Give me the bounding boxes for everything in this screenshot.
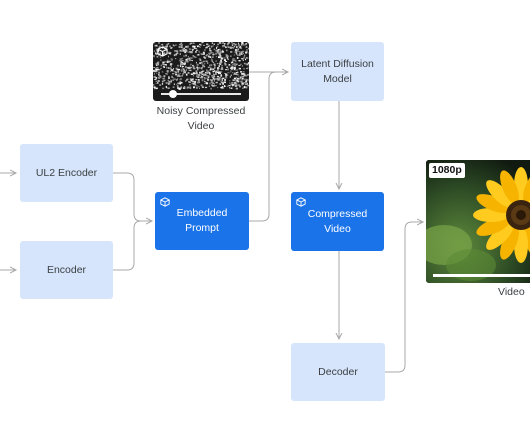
output-video-thumbnail: 1080p xyxy=(426,160,530,283)
encoder-node: Encoder xyxy=(20,241,113,299)
latent-diffusion-label: Latent Diffusion Model xyxy=(301,57,374,87)
embedded-prompt-node: Embedded Prompt xyxy=(155,192,249,250)
noisy-video-progress-track xyxy=(161,93,241,95)
encoder-label: Encoder xyxy=(46,263,87,276)
cube-icon xyxy=(296,197,306,207)
ul2-encoder-label: UL2 Encoder xyxy=(35,166,98,179)
cube-icon xyxy=(160,197,170,207)
noisy-caption-line1: Noisy Compressed xyxy=(156,105,246,117)
latent-diffusion-line1: Latent Diffusion xyxy=(301,57,374,70)
compressed-video-label: Compressed Video xyxy=(308,207,368,237)
sunflower-image xyxy=(426,160,530,283)
compressed-video-node: Compressed Video xyxy=(291,192,384,251)
decoder-label: Decoder xyxy=(318,365,358,378)
decoder-node: Decoder xyxy=(291,343,385,401)
output-video-progress-bar xyxy=(433,274,530,277)
arrow-prompt-to-ldm xyxy=(249,72,288,222)
ul2-encoder-node: UL2 Encoder xyxy=(20,144,113,202)
resolution-badge: 1080p xyxy=(429,163,465,178)
embedded-prompt-line1: Embedded xyxy=(176,207,228,219)
arrow-ul2-to-prompt xyxy=(113,172,152,221)
arrow-decoder-to-video xyxy=(385,222,423,373)
noisy-video-progress-knob xyxy=(169,90,177,98)
embedded-prompt-line2: Prompt xyxy=(185,222,219,234)
arrow-encoder-to-prompt xyxy=(113,220,152,271)
compressed-video-line2: Video xyxy=(324,222,351,235)
latent-diffusion-model-node: Latent Diffusion Model xyxy=(291,42,384,101)
cube-icon xyxy=(157,46,168,57)
output-video-caption: Video xyxy=(498,286,525,298)
latent-diffusion-line2: Model xyxy=(323,72,352,85)
compressed-video-line1: Compressed xyxy=(307,207,368,220)
embedded-prompt-label: Embedded Prompt xyxy=(177,206,228,236)
noise-pattern xyxy=(153,42,249,90)
noisy-video-caption: Noisy Compressed Video xyxy=(150,104,252,134)
noisy-caption-line2: Video xyxy=(187,120,215,132)
noisy-video-thumbnail xyxy=(153,42,249,101)
